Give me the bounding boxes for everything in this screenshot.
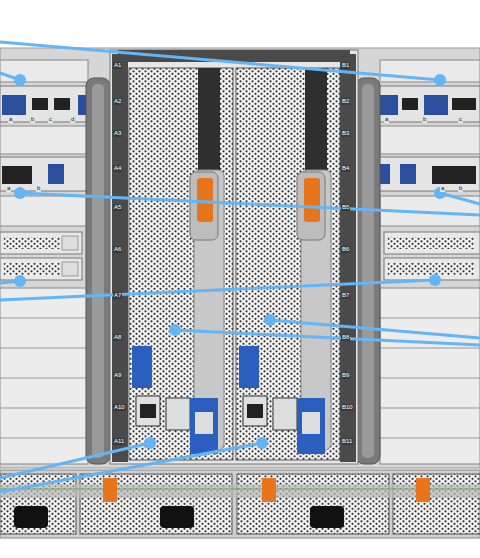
controller-module: [236, 68, 340, 460]
slot-label: B9: [341, 372, 350, 379]
slot-label: A5: [113, 204, 122, 211]
slot-label: A8: [113, 334, 122, 341]
port-label: a: [440, 185, 445, 192]
port-label: d: [70, 116, 75, 123]
port-label: b: [36, 185, 41, 192]
callout-leaders: [0, 42, 480, 492]
slot-label: B4: [341, 165, 350, 172]
slot-label: A11: [113, 438, 125, 445]
port-label: a: [6, 185, 11, 192]
slot-label: B2: [341, 98, 350, 105]
slot-label: B5: [341, 204, 350, 211]
port-label: c: [48, 116, 53, 123]
slot-label: A2: [113, 98, 122, 105]
slot-label: A6: [113, 246, 122, 253]
port-label: b: [422, 116, 427, 123]
slot-label: B7: [341, 292, 350, 299]
slot-label: A9: [113, 372, 122, 379]
slot-label: B6: [341, 246, 350, 253]
slot-label: A4: [113, 165, 122, 172]
port-label: b: [30, 116, 35, 123]
slot-label: A3: [113, 130, 122, 137]
controller-module: [129, 68, 233, 460]
power-supplies: [0, 470, 480, 538]
port-label: c: [458, 116, 463, 123]
right-io-slots: [356, 60, 480, 464]
slot-label: B11: [341, 438, 353, 445]
slot-label: B10: [341, 404, 354, 411]
slot-label: B1: [341, 62, 350, 69]
slot-label: B8: [341, 334, 350, 341]
slot-label: A1: [113, 62, 122, 69]
port-label: a: [8, 116, 13, 123]
port-label: b: [458, 185, 463, 192]
slot-label: B3: [341, 130, 350, 137]
left-io-slots: [0, 60, 110, 464]
port-label: a: [384, 116, 389, 123]
slot-label: A7: [113, 292, 122, 299]
slot-label: A10: [113, 404, 126, 411]
